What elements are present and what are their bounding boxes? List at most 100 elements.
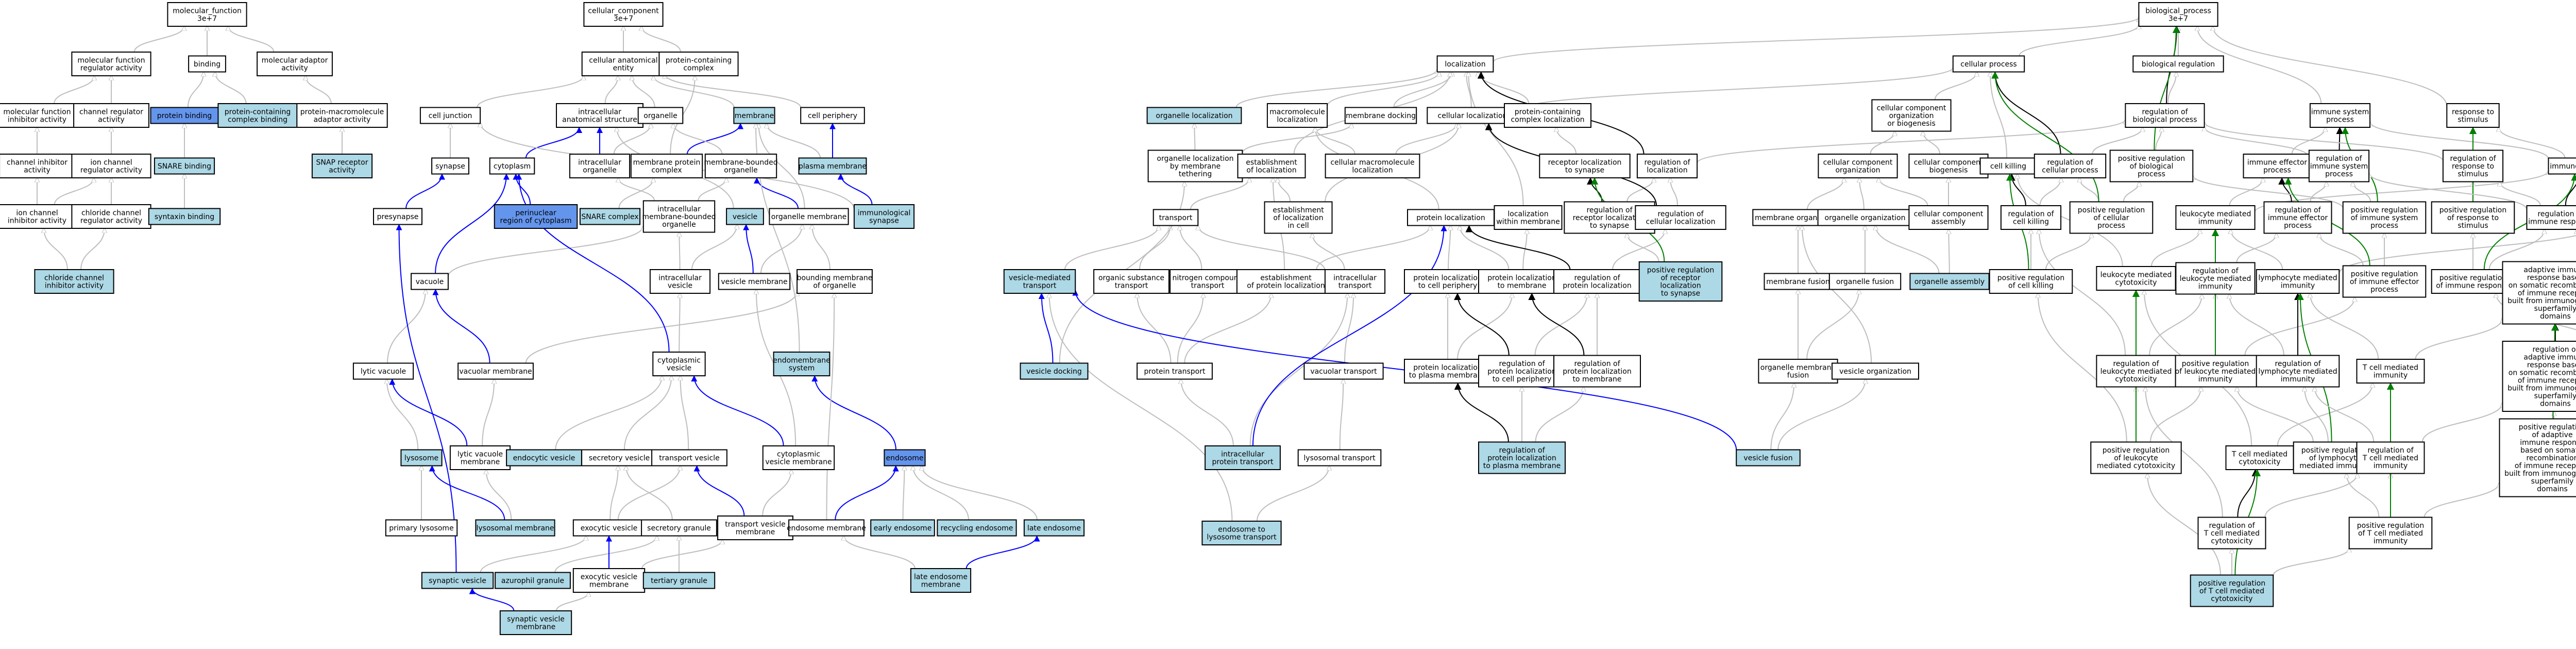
- go-term-node-prottrans[interactable]: protein transport: [1137, 362, 1213, 380]
- go-term-node-endosome[interactable]: endosome: [884, 449, 926, 467]
- go-term-node-endocves[interactable]: endocytic vesicle: [506, 449, 582, 467]
- go-term-node-loc[interactable]: localization: [1436, 55, 1494, 73]
- go-term-node-tertgran[interactable]: tertiary granule: [642, 572, 716, 589]
- go-term-node-presyn[interactable]: presynapse: [373, 208, 422, 225]
- go-term-node-earlyend[interactable]: early endosome: [870, 519, 935, 537]
- go-term-node-orgorg[interactable]: organelle organization: [1817, 209, 1913, 226]
- go-term-node-vesorg[interactable]: vesicle organization: [1832, 362, 1919, 380]
- go-term-node-snbind[interactable]: SNARE binding: [154, 157, 215, 175]
- go-term-node-cperiph[interactable]: cell periphery: [800, 107, 865, 124]
- go-term-node-snarec[interactable]: SNARE complex: [579, 208, 641, 225]
- go-term-node-transport[interactable]: transport: [1153, 209, 1199, 226]
- go-term-node-vesdock[interactable]: vesicle docking: [1020, 362, 1089, 380]
- go-term-node-biolreg[interactable]: biological regulation: [2132, 55, 2224, 73]
- go-term-node-memdock[interactable]: membrane docking: [1344, 107, 1417, 124]
- go-term-node-vesicle[interactable]: vesicle: [726, 208, 764, 225]
- go-term-node-immresp[interactable]: immune response: [2548, 157, 2576, 175]
- go-term-node-cellkill[interactable]: cell killing: [1979, 157, 2037, 175]
- go-term-node-cytoplasm[interactable]: cytoplasm: [489, 157, 535, 175]
- go-term-node-organelle[interactable]: organelle: [637, 107, 684, 124]
- go-term-node-lysotrans[interactable]: lysosomal transport: [1297, 449, 1382, 467]
- go-term-node-lysmem[interactable]: lysosomal membrane: [475, 519, 555, 537]
- go-term-node-cjunc[interactable]: cell junction: [419, 107, 481, 124]
- go-term-node-lytvac[interactable]: lytic vacuole: [352, 362, 414, 380]
- go-term-node-orgmem[interactable]: organelle membrane: [769, 208, 849, 225]
- go-term-node-endomemb[interactable]: endosome membrane: [787, 519, 866, 537]
- go-term-node-lysosome[interactable]: lysosome: [400, 449, 443, 467]
- go-term-node-memfusion[interactable]: membrane fusion: [1764, 273, 1833, 290]
- go-term-node-synapse[interactable]: synapse: [431, 157, 469, 175]
- go-term-node-protloc[interactable]: protein localization: [1407, 209, 1495, 226]
- go-term-node-secgran[interactable]: secretory granule: [641, 519, 717, 537]
- go-term-node-exoves[interactable]: exocytic vesicle: [572, 519, 646, 537]
- go-term-node-membrane[interactable]: membrane: [733, 107, 775, 124]
- go-term-node-vactrans[interactable]: vacuolar transport: [1303, 362, 1384, 380]
- go-term-node-orgassembly[interactable]: organelle assembly: [1909, 273, 1990, 290]
